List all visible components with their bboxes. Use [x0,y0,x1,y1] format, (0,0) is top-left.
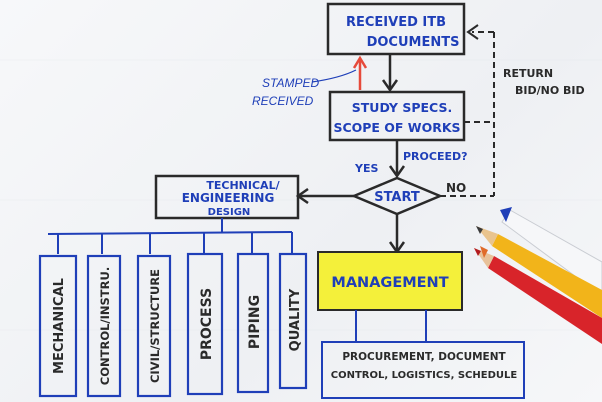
proceed-label: PROCEED? [403,150,468,163]
discipline-connectors [48,218,292,254]
discipline-box-civil: CIVIL/STRUCTURE [138,256,170,396]
study-specs-node: STUDY SPECS. SCOPE OF WORKS [330,92,464,140]
discipline-box-quality: QUALITY [280,254,306,388]
procurement-line1: PROCUREMENT, DOCUMENT [342,351,506,363]
discipline-box-process: PROCESS [188,254,222,394]
arrow-received-to-study [383,54,397,90]
discipline-label-process: PROCESS [199,288,215,360]
technical-design-node: TECHNICAL/ ENGINEERING DESIGN [156,176,298,218]
discipline-box-piping: PIPING [238,254,268,392]
received-itb-node: RECEIVED ITB DOCUMENTS [328,4,464,54]
yes-label: YES [354,162,378,175]
start-decision-node: START [354,178,440,214]
study-line2: SCOPE OF WORKS [333,120,460,135]
return-label-line2: BID/NO BID [515,84,585,97]
technical-line2: ENGINEERING [182,191,275,205]
technical-line3: DESIGN [208,207,251,218]
procurement-line2: CONTROL, LOGISTICS, SCHEDULE [331,370,518,381]
discipline-label-quality: QUALITY [288,288,303,351]
stamped-arrow [312,58,366,90]
return-label-line1: RETURN [503,67,553,80]
discipline-label-control: CONTROL/INSTRU. [98,267,112,385]
start-label: START [374,190,420,205]
management-connectors [356,310,426,342]
arrow-start-to-technical [298,189,354,203]
discipline-box-control: CONTROL/INSTRU. [88,256,120,396]
procurement-node: PROCUREMENT, DOCUMENT CONTROL, LOGISTICS… [322,342,524,398]
received-line1: RECEIVED ITB [346,15,446,30]
arrow-study-to-start [390,140,404,176]
discipline-label-mechanical: MECHANICAL [52,278,67,374]
no-label: NO [446,181,466,195]
management-label: MANAGEMENT [331,275,448,291]
management-node: MANAGEMENT [318,252,462,310]
discipline-label-civil: CIVIL/STRUCTURE [148,269,162,383]
stamped-label-line1: STAMPED [262,76,319,90]
discipline-box-mechanical: MECHANICAL [40,256,76,396]
study-line1: STUDY SPECS. [352,100,452,115]
discipline-label-piping: PIPING [247,295,263,349]
received-line2: DOCUMENTS [367,35,460,50]
stamped-label-line2: RECEIVED [252,94,314,108]
arrow-start-to-management [390,214,404,252]
